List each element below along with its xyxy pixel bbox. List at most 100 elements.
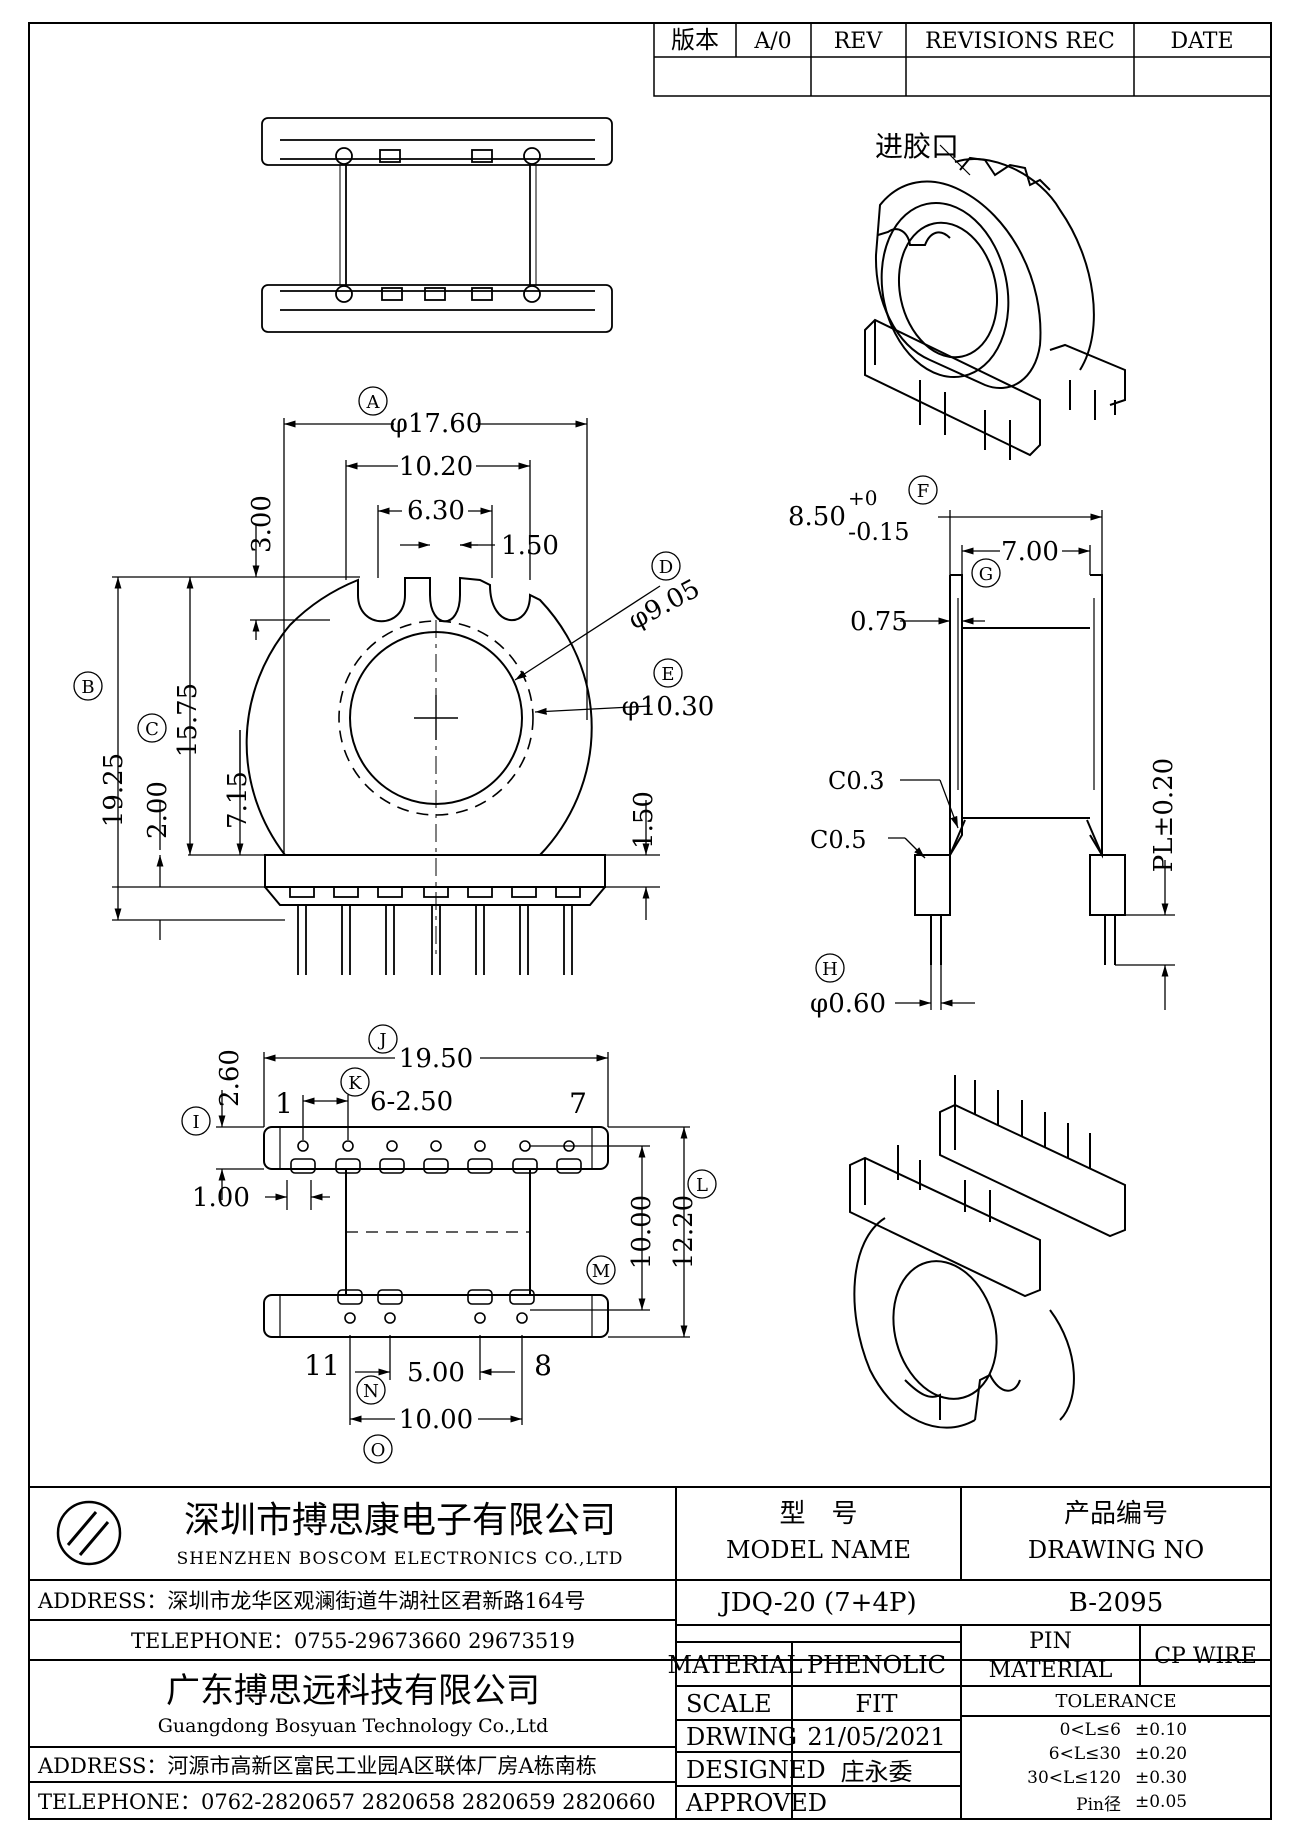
dim-0-75: 0.75 <box>850 607 908 637</box>
dim-i-circle: I <box>192 1112 199 1133</box>
revisions-rec-label: REVISIONS REC <box>925 29 1115 54</box>
sheet-border <box>28 22 1272 1820</box>
dim-8-50-plus: +0 <box>848 486 877 510</box>
tolerance-value: ±0.30 <box>1135 1768 1188 1788</box>
rev-version-value: A/0 <box>753 29 791 54</box>
dim-7-15: 7.15 <box>223 771 253 829</box>
dim-1-50-top: 1.50 <box>501 531 559 561</box>
dim-h-value: φ0.60 <box>810 989 886 1019</box>
tolerance-range: 0<L≤6 <box>1059 1720 1121 1740</box>
bottom-view-dimensions <box>216 1052 690 1425</box>
front-pin-slot <box>289 886 315 898</box>
bottom-pin-pad <box>337 1289 363 1305</box>
pl-tolerance: PL±0.20 <box>1149 758 1179 872</box>
side-view-dim-labels: F 8.50 +0 -0.15 7.00 G 0.75 C0.3 C0.5 PL… <box>788 475 1179 1019</box>
tolerance-range: 30<L≤120 <box>1027 1768 1121 1788</box>
dim-k-value: 6-2.50 <box>370 1087 453 1117</box>
model-label-en: MODEL NAME <box>725 1536 911 1564</box>
dim-d-circle: D <box>659 557 673 578</box>
drawing-no-label-cn: 产品编号 <box>1063 1498 1168 1529</box>
bottom-pin-hole <box>474 1140 486 1152</box>
company2-name-cn: 广东搏思远科技有限公司 <box>166 1670 540 1711</box>
dim-2-00: 2.00 <box>143 781 173 839</box>
address-1: ADDRESS：深圳市龙华区观澜街道牛湖社区君新路164号 <box>38 1589 586 1613</box>
company-logo <box>56 1500 122 1566</box>
bottom-pin-hole <box>474 1312 486 1324</box>
dim-j-circle: J <box>377 1030 386 1051</box>
dim-5-00: 5.00 <box>407 1358 465 1388</box>
dim-f-circle: F <box>917 481 930 502</box>
revision-table <box>653 22 1272 97</box>
material-label: MATERIAL <box>667 1651 803 1679</box>
dim-2-60: 2.60 <box>215 1049 245 1107</box>
date-label: DATE <box>1170 29 1233 54</box>
dim-8-50-minus: -0.15 <box>848 518 910 546</box>
pin-material-value: CP WIRE <box>1154 1643 1257 1669</box>
company-name-cn: 深圳市搏思康电子有限公司 <box>183 1500 616 1541</box>
tolerance-range: Pin径 <box>1076 1794 1121 1815</box>
dim-e-value: φ10.30 <box>622 692 715 722</box>
bottom-pin-hole <box>344 1312 356 1324</box>
bottom-pin-hole <box>430 1140 442 1152</box>
dim-k-circle: K <box>348 1073 362 1094</box>
tolerance-row: 0<L≤6 ±0.10 <box>961 1718 1271 1742</box>
bottom-view-pins <box>290 1140 582 1324</box>
dim-3-00: 3.00 <box>247 495 277 553</box>
bottom-pin-pad <box>509 1289 535 1305</box>
bottom-pin-pad <box>556 1158 582 1174</box>
bottom-view <box>263 1126 609 1338</box>
title-block-lines <box>29 1486 1271 1819</box>
front-view-pins <box>289 886 581 975</box>
pin-material-label-1: PIN <box>1029 1628 1072 1654</box>
company-name-en: SHENZHEN BOSCOM ELECTRONICS CO.,LTD <box>176 1549 624 1569</box>
drawing-no-label-en: DRAWING NO <box>1027 1536 1205 1564</box>
bottom-pin-hole <box>516 1312 528 1324</box>
tolerance-value: ±0.05 <box>1135 1792 1188 1812</box>
chamfer-0-5: C0.5 <box>810 826 867 854</box>
front-pin-slot <box>377 886 403 898</box>
isometric-view-top <box>864 144 1126 460</box>
bottom-pin-hole <box>519 1140 531 1152</box>
drawing-no-value: B-2095 <box>1068 1588 1164 1618</box>
drawing-date-label: DRWING <box>686 1722 798 1751</box>
bottom-pin-pad <box>423 1158 449 1174</box>
front-pin-slot <box>511 886 537 898</box>
scale-value: FIT <box>855 1690 898 1718</box>
dim-b-circle: B <box>81 677 94 698</box>
front-pin-slot <box>467 886 493 898</box>
dim-a-circle: A <box>366 392 381 413</box>
dim-7-00: 7.00 <box>1001 537 1059 567</box>
dim-15-75: 15.75 <box>173 683 203 757</box>
dim-1-50-side: 1.50 <box>629 791 659 849</box>
drawing-date-value: 21/05/2021 <box>807 1722 946 1751</box>
dim-h-circle: H <box>822 959 838 980</box>
bottom-pin-pad <box>379 1158 405 1174</box>
dim-d-value: φ9.05 <box>624 574 705 636</box>
pin-7-label: 7 <box>569 1087 587 1120</box>
dim-8-50: 8.50 <box>788 502 846 532</box>
rev-version-label: 版本 <box>671 26 719 54</box>
front-pin-slot <box>555 886 581 898</box>
dim-n-circle: N <box>363 1381 379 1402</box>
company2-name-en: Guangdong Bosyuan Technology Co.,Ltd <box>157 1715 549 1737</box>
tolerance-value: ±0.10 <box>1135 1720 1188 1740</box>
dim-e-circle: E <box>661 664 674 685</box>
pin-8-label: 8 <box>534 1349 552 1382</box>
tolerance-value: ±0.20 <box>1135 1744 1188 1764</box>
bottom-pin-pad <box>467 1158 493 1174</box>
bottom-pin-hole <box>386 1140 398 1152</box>
dim-10-00-horizontal: 10.00 <box>399 1405 473 1435</box>
scale-label: SCALE <box>686 1690 772 1718</box>
material-value: PHENOLIC <box>806 1651 947 1679</box>
dim-j-value: 19.50 <box>399 1044 473 1074</box>
dim-12-20: 12.20 <box>669 1195 699 1269</box>
designed-value: 庄永委 <box>840 1758 913 1786</box>
bottom-pin-hole <box>297 1140 309 1152</box>
tolerance-row: 30<L≤120 ±0.30 <box>961 1766 1271 1790</box>
bottom-view-dim-labels: J 19.50 K 6-2.50 I 2.60 1 7 1.00 L 12.20… <box>181 1024 717 1464</box>
tolerance-range: 6<L≤30 <box>1048 1744 1121 1764</box>
dim-a-value: φ17.60 <box>390 409 483 439</box>
top-view <box>261 117 613 333</box>
